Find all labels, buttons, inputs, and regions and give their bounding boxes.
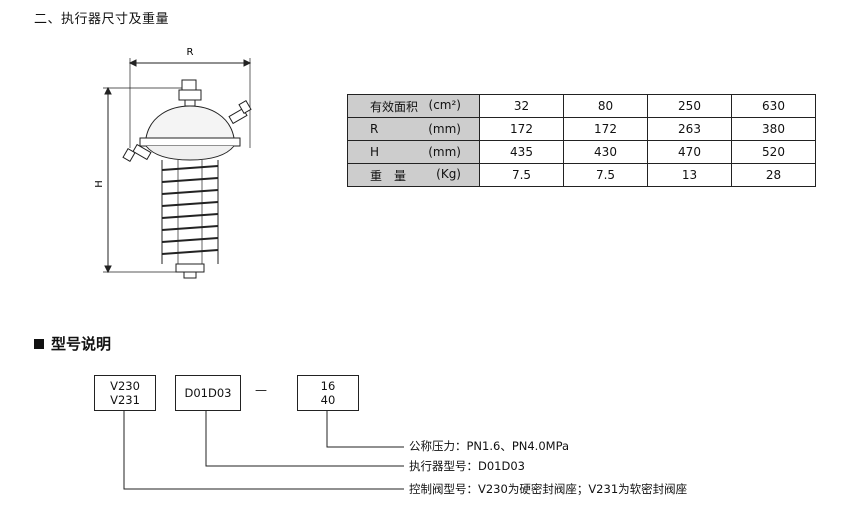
actuator-drawing: R H — [94, 47, 252, 279]
dim-arrow-left — [128, 59, 137, 67]
spec-label-unit: (Kg) — [436, 166, 461, 181]
spec-cell: 630 — [731, 94, 816, 118]
spec-row-label: 有效面积 (cm²) — [347, 94, 480, 118]
spec-cell: 250 — [647, 94, 732, 118]
model-title-text: 型号说明 — [51, 335, 112, 353]
spec-cell: 13 — [647, 163, 732, 187]
dim-label-r: R — [187, 47, 194, 58]
spec-cell: 263 — [647, 117, 732, 141]
actuator-model: D01D03 — [184, 386, 232, 400]
leader-valve — [123, 410, 404, 490]
valve-model-2: V231 — [110, 393, 140, 407]
spec-label-name: H — [370, 145, 380, 159]
spec-cell: 380 — [731, 117, 816, 141]
model-section-title: 型号说明 — [34, 333, 111, 354]
model-separator: — — [255, 383, 267, 397]
spec-cell: 435 — [479, 140, 564, 164]
dim-arrow-right — [243, 59, 252, 67]
pressure-box: 16 40 — [297, 375, 359, 411]
spec-label-unit: (mm) — [428, 145, 461, 159]
spec-label-unit: (mm) — [428, 122, 461, 136]
pressure-1: 16 — [320, 379, 336, 393]
spec-label-name: 有效面积 — [370, 99, 419, 114]
spec-label-name: R — [370, 122, 379, 136]
leader-pressure — [326, 410, 404, 448]
spec-cell: 172 — [563, 117, 648, 141]
spec-row-label: H (mm) — [347, 140, 480, 164]
spec-cell: 7.5 — [479, 163, 564, 187]
spec-label-unit: (cm²) — [428, 97, 461, 112]
spec-cell: 28 — [731, 163, 816, 187]
actuator-model-box: D01D03 — [175, 375, 241, 411]
pressure-2: 40 — [320, 393, 336, 407]
section-title: 二、执行器尺寸及重量 — [34, 12, 170, 27]
spec-row-label: 重 量 (Kg) — [347, 163, 480, 187]
diaphragm-cover — [145, 105, 235, 139]
legend-actuator: 执行器型号：D01D03 — [409, 459, 525, 473]
dim-arrow-top — [104, 86, 112, 95]
leader-actuator — [205, 410, 404, 467]
spring — [161, 165, 219, 255]
legend-valve: 控制阀型号：V230为硬密封阀座；V231为软密封阀座 — [409, 482, 688, 496]
dim-arrow-bottom — [104, 265, 112, 274]
spec-cell: 7.5 — [563, 163, 648, 187]
valve-model-1: V230 — [110, 379, 140, 393]
dim-label-h: H — [94, 180, 105, 188]
spec-label-name: 重 量 — [370, 168, 407, 183]
valve-model-box: V230 V231 — [94, 375, 156, 411]
legend-pressure: 公称压力：PN1.6、PN4.0MPa — [409, 439, 570, 453]
spec-cell: 470 — [647, 140, 732, 164]
square-bullet-icon — [34, 338, 44, 349]
fitting-left — [132, 143, 152, 161]
